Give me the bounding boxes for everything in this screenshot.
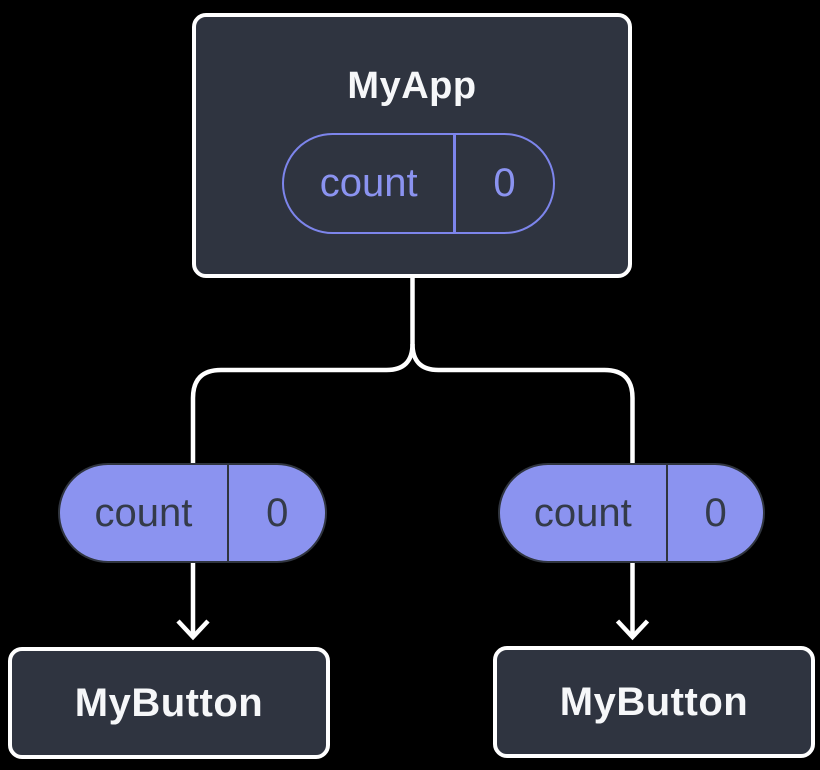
myapp-node: MyApp count 0: [192, 13, 632, 278]
prop-pill-right: count 0: [498, 463, 765, 563]
connector-branch-right: [410, 343, 635, 464]
state-pill: count 0: [282, 133, 555, 234]
prop-pill-value: 0: [704, 490, 727, 535]
state-pill-value: 0: [493, 161, 516, 205]
state-pill-divider: [453, 135, 456, 232]
arrow-down-icon: [176, 619, 210, 641]
connector-branch-left: [190, 343, 415, 464]
mybutton-title: MyButton: [559, 679, 749, 724]
prop-pill-left: count 0: [58, 463, 327, 563]
prop-pill-name: count: [94, 490, 193, 535]
prop-pill-divider: [226, 465, 230, 561]
mybutton-title: MyButton: [74, 680, 264, 725]
state-pill-name: count: [319, 161, 418, 205]
prop-pill-value: 0: [266, 490, 289, 535]
prop-pill-divider: [665, 465, 669, 561]
myapp-title: MyApp: [347, 65, 477, 107]
prop-pill-name: count: [533, 490, 632, 535]
arrow-down-icon: [615, 619, 650, 641]
mybutton-node-left: MyButton: [8, 647, 330, 759]
mybutton-node-right: MyButton: [493, 646, 815, 758]
